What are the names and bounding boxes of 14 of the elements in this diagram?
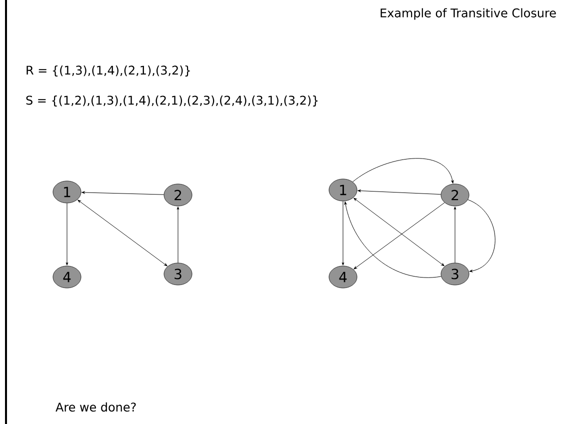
arrow — [468, 199, 496, 272]
text-line: R = {(1,3),(1,4),(2,1),(3,2)} — [26, 65, 190, 77]
arrow — [176, 206, 180, 264]
arrow — [352, 158, 454, 184]
arrow — [342, 200, 344, 266]
text-line: S = {(1,2),(1,3),(1,4),(2,1),(2,3),(2,4),(3,1),(3,2)} — [26, 95, 318, 107]
title: Example of Transitive Closure — [380, 8, 556, 20]
arrow — [78, 200, 168, 266]
arrow — [358, 190, 442, 195]
arrow — [82, 191, 164, 195]
arrow — [66, 202, 68, 266]
arrow — [454, 206, 456, 264]
arrow — [344, 202, 442, 278]
text-line: Are we done? — [56, 402, 136, 412]
